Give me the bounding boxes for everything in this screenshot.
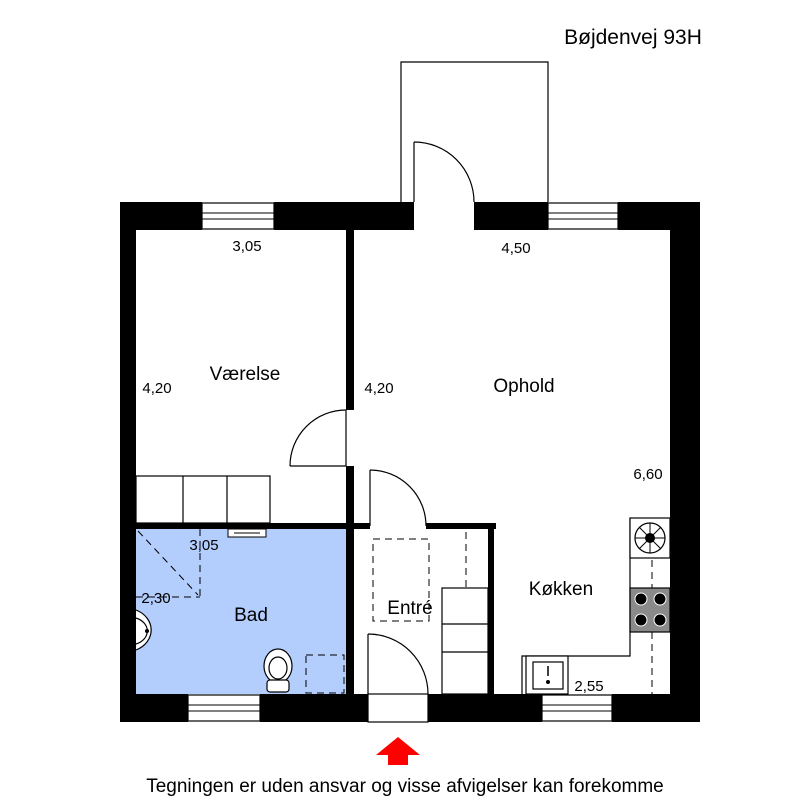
dimension-bad-length: 2,30 (141, 590, 170, 607)
balcony (400, 61, 549, 202)
window-ophold (547, 202, 619, 230)
door-vaerelse (289, 409, 347, 467)
room-label-kokken: Køkken (529, 579, 593, 600)
room-label-ophold: Ophold (493, 376, 554, 397)
window-kokken (541, 694, 613, 722)
dimension-kokken-width: 2,55 (574, 678, 603, 695)
washbasin (135, 609, 152, 651)
toilet (263, 648, 293, 693)
stove (629, 587, 671, 633)
room-label-bad: Bad (234, 605, 268, 626)
dimension-ophold-depth: 6,60 (633, 466, 662, 483)
entre-cabinet (441, 587, 489, 695)
wardrobe (135, 475, 271, 524)
door-balcony (413, 141, 475, 203)
windows (187, 202, 619, 722)
bathroom-floor (136, 527, 346, 694)
floor-drain-area (305, 654, 345, 694)
disclaimer-text: Tegningen er uden ansvar og visse afvige… (146, 776, 664, 797)
dimension-ophold-length: 4,20 (364, 380, 393, 397)
door-front (367, 633, 429, 723)
exterior-walls (120, 202, 700, 722)
door-bad (227, 525, 346, 538)
interior-walls (136, 230, 496, 694)
doors (227, 141, 475, 723)
shower-area (136, 529, 201, 598)
kitchen-sink (525, 655, 569, 695)
door-entre-ophold (369, 469, 427, 527)
window-bad (187, 694, 261, 722)
entrance-arrow-icon (376, 737, 420, 765)
room-label-entre: Entré (387, 598, 432, 619)
window-vaerelse (201, 202, 275, 230)
dimension-vaerelse-length: 4,20 (142, 380, 171, 397)
dimension-bad-width: 3,05 (189, 537, 218, 554)
fridge-fan-icon (629, 517, 671, 559)
entre-rug (372, 538, 430, 622)
dimension-ophold-width: 4,50 (501, 240, 530, 257)
room-label-vaerelse: Værelse (210, 364, 281, 385)
dimension-vaerelse-width: 3,05 (232, 238, 261, 255)
address-label: Bøjdenvej 93H (564, 26, 702, 49)
